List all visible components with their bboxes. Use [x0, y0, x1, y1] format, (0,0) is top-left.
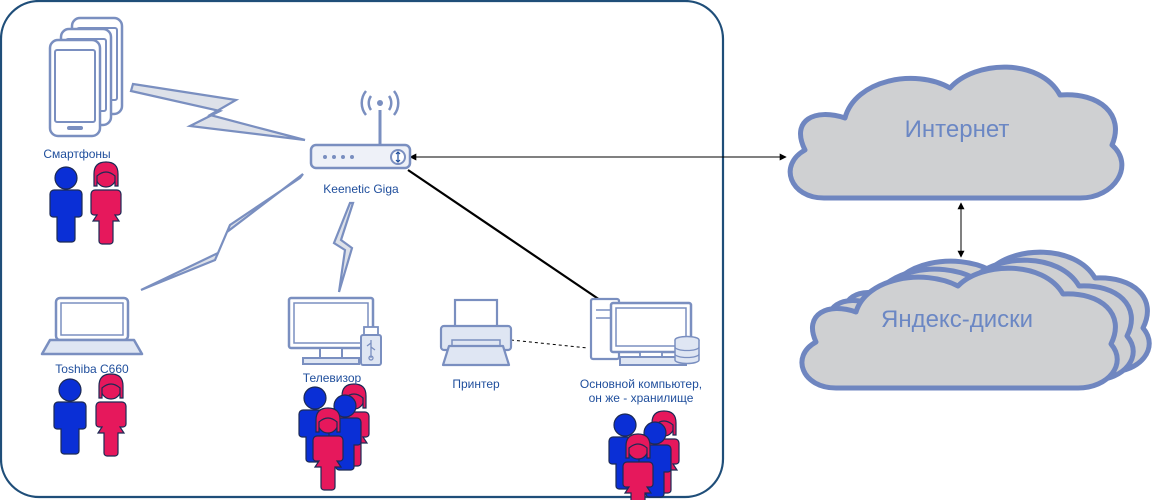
- wireless-links: [129, 82, 355, 293]
- tv-users-group: [298, 383, 370, 491]
- desktop-computer-with-storage-icon: [589, 297, 700, 366]
- person-male-icon: [49, 166, 83, 243]
- wireless-link-smartphones: [129, 82, 306, 142]
- wireless-link-laptop: [140, 173, 304, 292]
- smartphones-stack-icon: [48, 16, 124, 138]
- computer-label-line1: Основной компьютер,: [579, 377, 703, 391]
- router-computer-link: [407, 169, 601, 301]
- yandex-disks-cloud-stack-icon: [799, 249, 1152, 391]
- printer-computer-link: [510, 339, 589, 349]
- printer-label: Принтер: [452, 377, 500, 391]
- person-female-icon: [622, 433, 654, 500]
- person-female-icon: [312, 407, 344, 491]
- computer-users-group: [608, 410, 680, 500]
- person-female-icon: [90, 161, 122, 245]
- router-label: Keenetic Giga: [323, 182, 399, 196]
- smartphones-label: Смартфоны: [43, 147, 111, 161]
- laptop-icon: [40, 296, 144, 356]
- computer-label-line2: он же - хранилище: [588, 391, 694, 405]
- person-male-icon: [53, 378, 87, 455]
- person-female-icon: [95, 373, 127, 457]
- tv-label: Телевизор: [302, 371, 362, 385]
- laptop-label: Toshiba C660: [55, 362, 129, 376]
- printer-icon: [439, 298, 513, 367]
- wifi-router-icon: [309, 90, 412, 170]
- laptop-users: [53, 373, 127, 457]
- monitor-with-usb-icon: [287, 296, 382, 366]
- internet-cloud-icon: [787, 64, 1125, 201]
- local-network-frame: [0, 0, 725, 499]
- wireless-link-tv: [332, 201, 355, 293]
- yandex-disks-label: Яндекс-диски: [880, 306, 1034, 333]
- smartphone-users: [49, 161, 122, 245]
- internet-label: Интернет: [904, 116, 1010, 143]
